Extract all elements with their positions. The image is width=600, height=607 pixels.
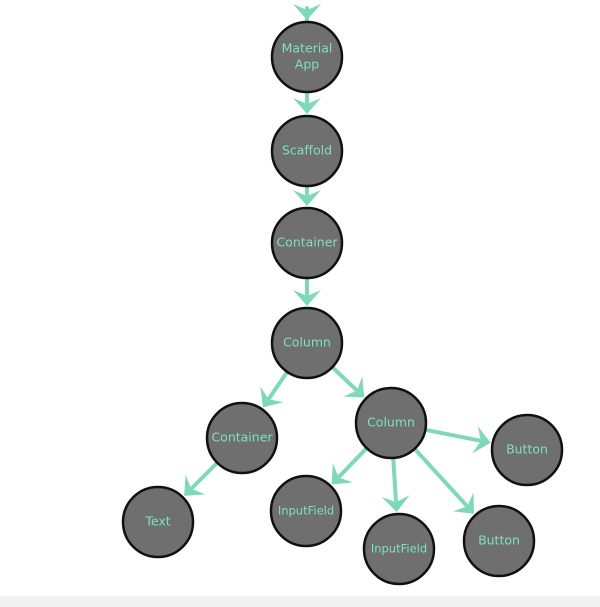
- edge-container-child-to-text: [184, 460, 220, 496]
- node-label: Material: [282, 41, 333, 56]
- node-column-root: Column: [270, 306, 344, 380]
- node-label: Column: [367, 415, 415, 430]
- node-circle: [270, 20, 344, 94]
- node-layer: MaterialAppScaffoldContainerColumnContai…: [121, 20, 564, 586]
- edge-column-child-to-inputfield-2: [381, 455, 410, 513]
- node-label: Column: [283, 335, 331, 350]
- node-label: InputField: [278, 504, 334, 518]
- node-circle: [462, 504, 536, 578]
- node-scaffold: Scaffold: [270, 114, 344, 188]
- node-label: Button: [478, 533, 520, 548]
- node-circle: [362, 512, 436, 586]
- edge-column-root-to-container-child: [260, 369, 290, 408]
- node-text: Text: [121, 485, 195, 559]
- node-circle: [269, 474, 343, 548]
- edge-column-child-to-button-1: [423, 425, 491, 454]
- node-circle: [205, 401, 279, 475]
- node-label: Button: [506, 442, 548, 457]
- node-label: Container: [211, 430, 273, 445]
- edge-column-child-to-inputfield-1: [331, 446, 369, 485]
- edge-column-child-to-button-2: [412, 446, 475, 514]
- node-column-child: Column: [354, 386, 428, 460]
- edge-container-top-to-column-root: [293, 276, 321, 306]
- node-circle: [270, 206, 344, 280]
- edge-layer: [184, 4, 491, 514]
- node-inputfield-2: InputField: [362, 512, 436, 586]
- node-circle: [270, 114, 344, 188]
- edge-column-root-to-column-child: [330, 365, 365, 398]
- node-label: InputField: [371, 542, 427, 556]
- node-circle: [354, 386, 428, 460]
- node-inputfield-1: InputField: [269, 474, 343, 548]
- node-label: Text: [144, 514, 170, 529]
- bottom-strip: [0, 596, 600, 607]
- node-label: Container: [276, 235, 338, 250]
- edge-material-app-to-scaffold: [293, 90, 321, 114]
- node-label: Scaffold: [282, 143, 332, 158]
- node-label: App: [295, 57, 319, 72]
- node-container-child: Container: [205, 401, 279, 475]
- node-circle: [490, 413, 564, 487]
- node-button-1: Button: [490, 413, 564, 487]
- node-circle: [270, 306, 344, 380]
- node-circle: [121, 485, 195, 559]
- edge-scaffold-to-container-top: [293, 184, 321, 206]
- node-button-2: Button: [462, 504, 536, 578]
- node-container-top: Container: [270, 206, 344, 280]
